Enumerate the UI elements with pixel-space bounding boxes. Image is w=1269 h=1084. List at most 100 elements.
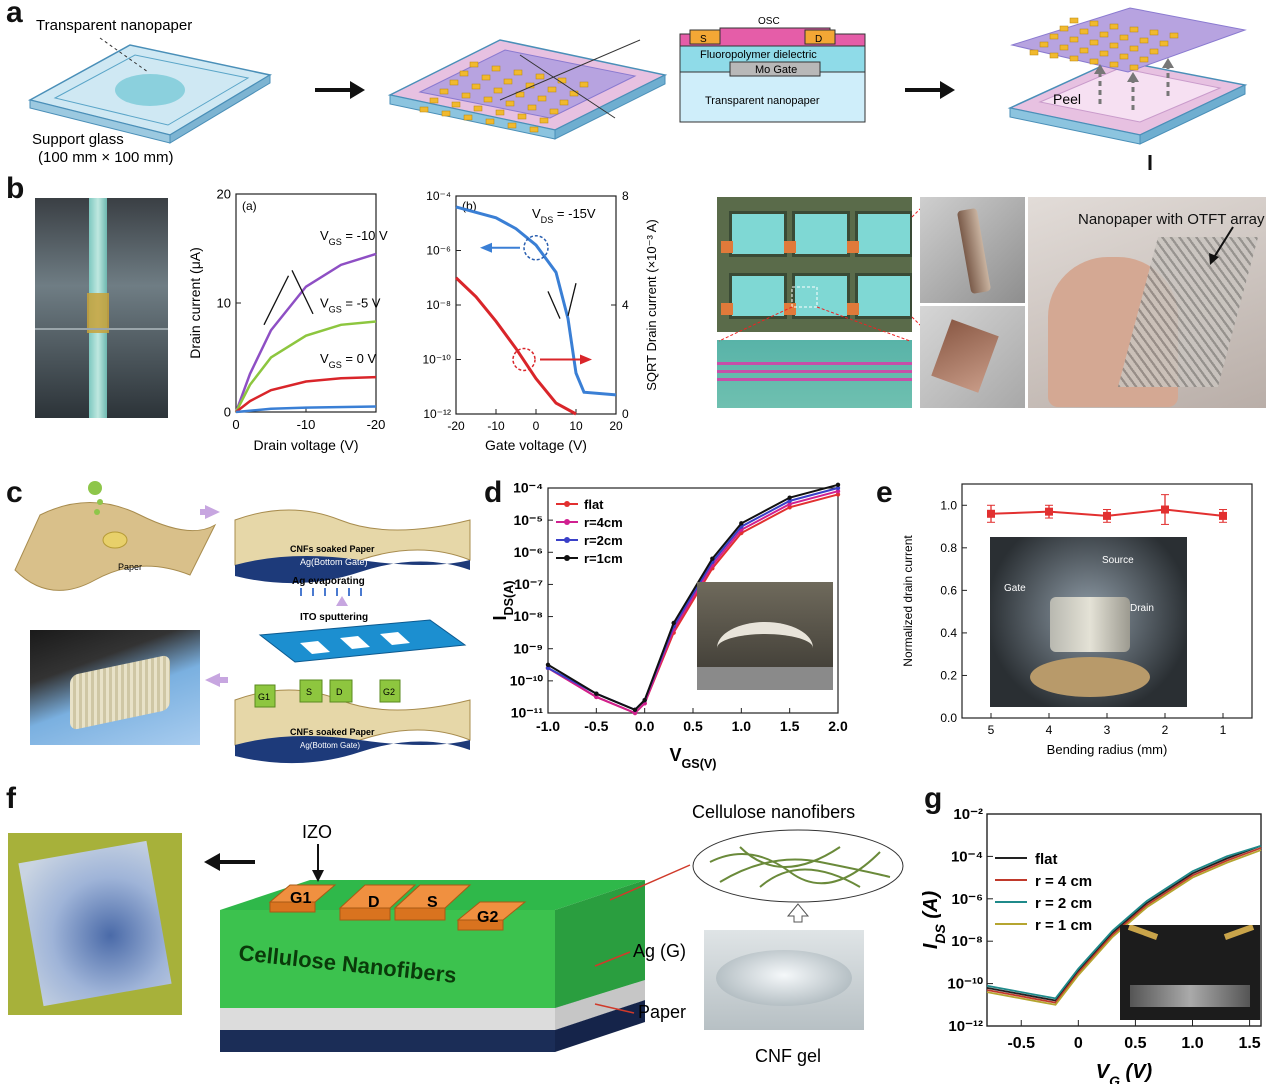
y-tick-label: 10⁻⁴: [513, 480, 543, 496]
ag-layer-front: [220, 1008, 555, 1030]
y-right-tick-label: 4: [622, 298, 629, 312]
legend-label-3: r=1cm: [584, 551, 623, 566]
panel-letter-c: c: [6, 476, 23, 509]
label-cnf-title: Cellulose nanofibers: [692, 802, 855, 822]
otft-pad: [1069, 17, 1079, 24]
otft-pad: [535, 73, 545, 80]
zoom-line-right: [816, 306, 911, 342]
y-tick-label: 10⁻¹²: [423, 407, 451, 421]
label-s-c: S: [306, 687, 312, 697]
petri-dish: [716, 950, 852, 1006]
x-tick-label: 0: [1074, 1035, 1083, 1052]
probe-wire: [35, 328, 168, 330]
otft-pad: [485, 118, 495, 125]
x-axis-label: Gate voltage (V): [485, 437, 587, 453]
drop-2: [97, 499, 103, 505]
x-tick-label: -0.5: [1007, 1035, 1035, 1052]
flow-arrow-3: [205, 673, 220, 687]
arrow-down: [291, 270, 314, 315]
micrograph-cell: [729, 211, 787, 257]
x-tick-label: -20: [367, 417, 386, 432]
probe-station-photo: [35, 198, 168, 418]
label-ag-bottom: Ag(Bottom Gate): [300, 557, 368, 567]
otft-pad: [1029, 49, 1039, 56]
series-point-2: [787, 498, 792, 504]
gel-arrow: [786, 903, 810, 923]
panel-letter-g: g: [924, 782, 943, 815]
label-g2-f: G2: [477, 909, 498, 926]
panel-f-diagram: G1 D S G2 IZO Cellulose Nanofibers Ag (G…: [204, 822, 691, 1052]
otft-pad: [547, 86, 557, 93]
y-tick-label: 10⁻⁷: [514, 576, 543, 592]
peel-arrowhead-1: [1094, 64, 1106, 74]
x-tick-label: 2: [1162, 723, 1169, 737]
plot-frame: [986, 813, 1262, 1027]
otft-pad: [1119, 34, 1129, 41]
left-arrow-head: [480, 242, 492, 253]
nanopaper-photo: Nanopaper with OTFT array: [1028, 197, 1266, 408]
otft-pad: [503, 78, 513, 85]
x-tick-label: 0: [232, 417, 239, 432]
y-axis-label: IDS (A): [920, 890, 948, 949]
fixture-g: [1130, 985, 1250, 1007]
y-axis-label: Drain current (μA): [187, 247, 203, 359]
label-ag-evap: Ag evaporating: [292, 576, 365, 587]
arrow-to-photo-head: [204, 853, 220, 871]
label-cnf-paper: CNFs soaked Paper: [290, 544, 375, 554]
x-axis-label: VG (V): [1096, 1061, 1153, 1084]
x-tick-label: 1: [1220, 723, 1227, 737]
label-cnf-paper-2: CNFs soaked Paper: [290, 727, 375, 737]
series-point-0: [787, 505, 792, 510]
label-g1: G1: [258, 692, 270, 702]
legend-marker-1: [564, 519, 570, 525]
drop-3: [94, 509, 100, 515]
paper-layer-side: [555, 1000, 645, 1052]
micrograph-cell: [729, 273, 787, 319]
section-line-1: [519, 54, 616, 119]
label-gate-e: Gate: [1004, 583, 1026, 594]
cross-section-substrate: [679, 69, 866, 123]
series-point-2: [545, 665, 551, 671]
nanopaper-sheet: [53, 54, 250, 126]
series-point-3: [594, 691, 599, 696]
otft-array-peel: [1029, 17, 1179, 71]
label-source-e: Source: [1102, 555, 1134, 566]
y-tick-label: 10⁻⁶: [951, 891, 983, 908]
annotation: VDS = -15V: [532, 206, 596, 225]
label-ag-g: Ag (G): [633, 941, 686, 961]
label-nanopaper-substrate: Transparent nanopaper: [705, 95, 820, 107]
x-tick-label: -20: [447, 419, 465, 433]
bending-test-photo-d: [697, 582, 833, 690]
cnf-layer-side: [555, 880, 645, 1008]
label-transparent-nanopaper: Transparent nanopaper: [36, 17, 192, 34]
otft-pad: [473, 105, 483, 112]
label-paper-f: Paper: [638, 1002, 686, 1022]
x-tick-label: 2.0: [828, 718, 848, 734]
label-drain-e: Drain: [1130, 603, 1154, 614]
panel-a-diagram: Transparent nanopaper Support glass (100…: [27, 7, 1248, 170]
series-line-0: [234, 252, 377, 413]
otft-pad: [537, 95, 547, 102]
otft-pad: [1129, 45, 1139, 52]
y-axis-label: Normalized drain current: [901, 535, 915, 667]
y-tick-label: 10⁻⁸: [426, 298, 451, 312]
otft-pad: [1169, 32, 1179, 39]
x-tick-label: -0.5: [584, 718, 608, 734]
otft-pad: [451, 101, 461, 108]
micrograph-cell: [792, 273, 850, 319]
otft-pad: [1109, 23, 1119, 30]
label-nanopaper-otft: Nanopaper with OTFT array: [1078, 211, 1265, 228]
otft-pad: [469, 61, 479, 68]
otft-pad: [1139, 56, 1149, 63]
y-right-tick-label: 0: [622, 407, 629, 421]
series-point-1: [632, 710, 638, 716]
series-point-1: [835, 489, 841, 494]
probe-left: [1127, 925, 1159, 940]
otft-pad: [1049, 52, 1059, 59]
series-line-3: [235, 405, 377, 414]
series-point-0: [835, 492, 841, 497]
y-tick-label: 0.2: [940, 668, 957, 682]
label-d-f: D: [368, 894, 380, 911]
